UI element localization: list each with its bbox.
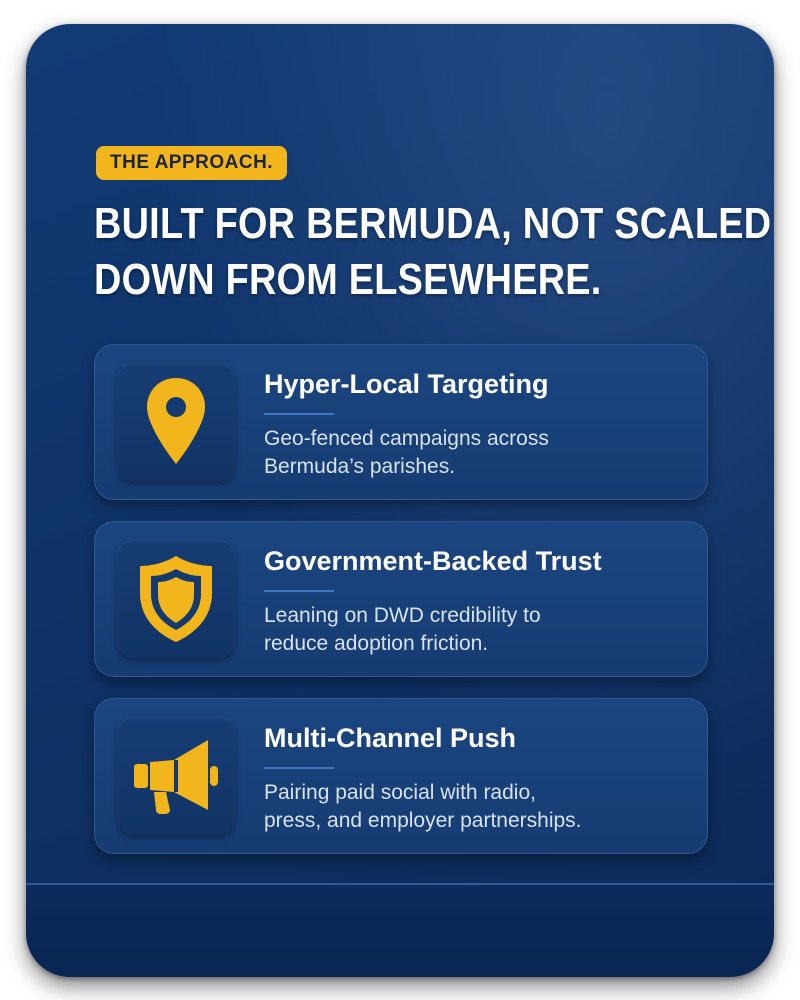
title-underline [264,413,334,415]
feature-description-line-1: Pairing paid social with radio, [264,781,536,804]
headline-line-2: DOWN FROM ELSEWHERE. [94,255,602,304]
feature-multi-channel-push: Multi-Channel Push Pairing paid social w… [94,698,708,854]
megaphone-icon [117,717,235,835]
feature-description-line-2: reduce adoption friction. [264,632,489,655]
feature-hyper-local-targeting: Hyper-Local Targeting Geo-fenced campaig… [94,344,708,500]
title-underline [264,767,334,769]
feature-title: Multi-Channel Push [264,723,516,753]
section-badge: THE APPROACH. [96,146,288,180]
feature-description-line-2: Bermuda’s parishes. [264,455,456,478]
feature-description-line-1: Leaning on DWD credibility to [264,604,541,627]
shield-icon [117,540,235,658]
feature-description-line-1: Geo-fenced campaigns across [264,427,549,450]
feature-description: Leaning on DWD credibility to reduce ado… [264,602,684,658]
section-badge-label: THE APPROACH. [110,152,274,173]
feature-description-line-2: press, and employer partnerships. [264,809,582,832]
title-underline [264,590,334,592]
feature-title: Hyper-Local Targeting [264,369,549,399]
footer-band [26,883,774,977]
headline-line-1: BUILT FOR BERMUDA, NOT SCALED [94,199,772,248]
feature-government-backed-trust: Government-Backed Trust Leaning on DWD c… [94,521,708,677]
map-pin-icon [117,363,235,481]
feature-description: Geo-fenced campaigns across Bermuda’s pa… [264,425,684,481]
headline: BUILT FOR BERMUDA, NOT SCALED DOWN FROM … [94,196,771,308]
feature-title: Government-Backed Trust [264,546,602,576]
feature-description: Pairing paid social with radio, press, a… [264,779,684,835]
approach-card: THE APPROACH. BUILT FOR BERMUDA, NOT SCA… [26,24,774,977]
